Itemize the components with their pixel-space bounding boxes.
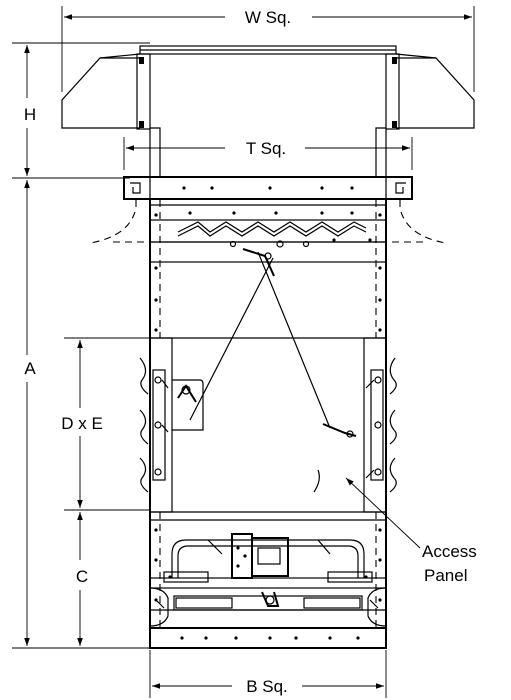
c-label: C <box>76 567 88 586</box>
h-label: H <box>24 105 36 124</box>
dimension-w: W Sq. <box>61 6 475 92</box>
damper-housing <box>149 199 387 649</box>
dimension-dxe: D x E <box>61 337 150 511</box>
w-sq-label: W Sq. <box>245 8 291 27</box>
hidden-flange-lines <box>89 200 447 244</box>
dimension-b: B Sq. <box>149 650 387 698</box>
curb-flange <box>123 176 413 200</box>
t-sq-label: T Sq. <box>246 139 286 158</box>
actuator-assembly <box>149 533 387 627</box>
dimension-c: C <box>76 512 88 646</box>
cross-linkage <box>189 238 372 438</box>
right-side-latches <box>313 357 397 493</box>
a-label: A <box>24 359 36 378</box>
access-panel-callout: Access Panel <box>345 477 477 585</box>
dimension-a: A <box>12 180 150 649</box>
access-panel-label-line2: Panel <box>424 566 467 585</box>
dxe-label: D x E <box>61 414 103 433</box>
hood <box>61 45 475 176</box>
dimension-h: H <box>12 42 150 179</box>
left-side-latches <box>139 357 204 493</box>
dimension-t: T Sq. <box>123 137 413 170</box>
b-sq-label: B Sq. <box>246 677 288 696</box>
access-panel-label-line1: Access <box>422 542 477 561</box>
